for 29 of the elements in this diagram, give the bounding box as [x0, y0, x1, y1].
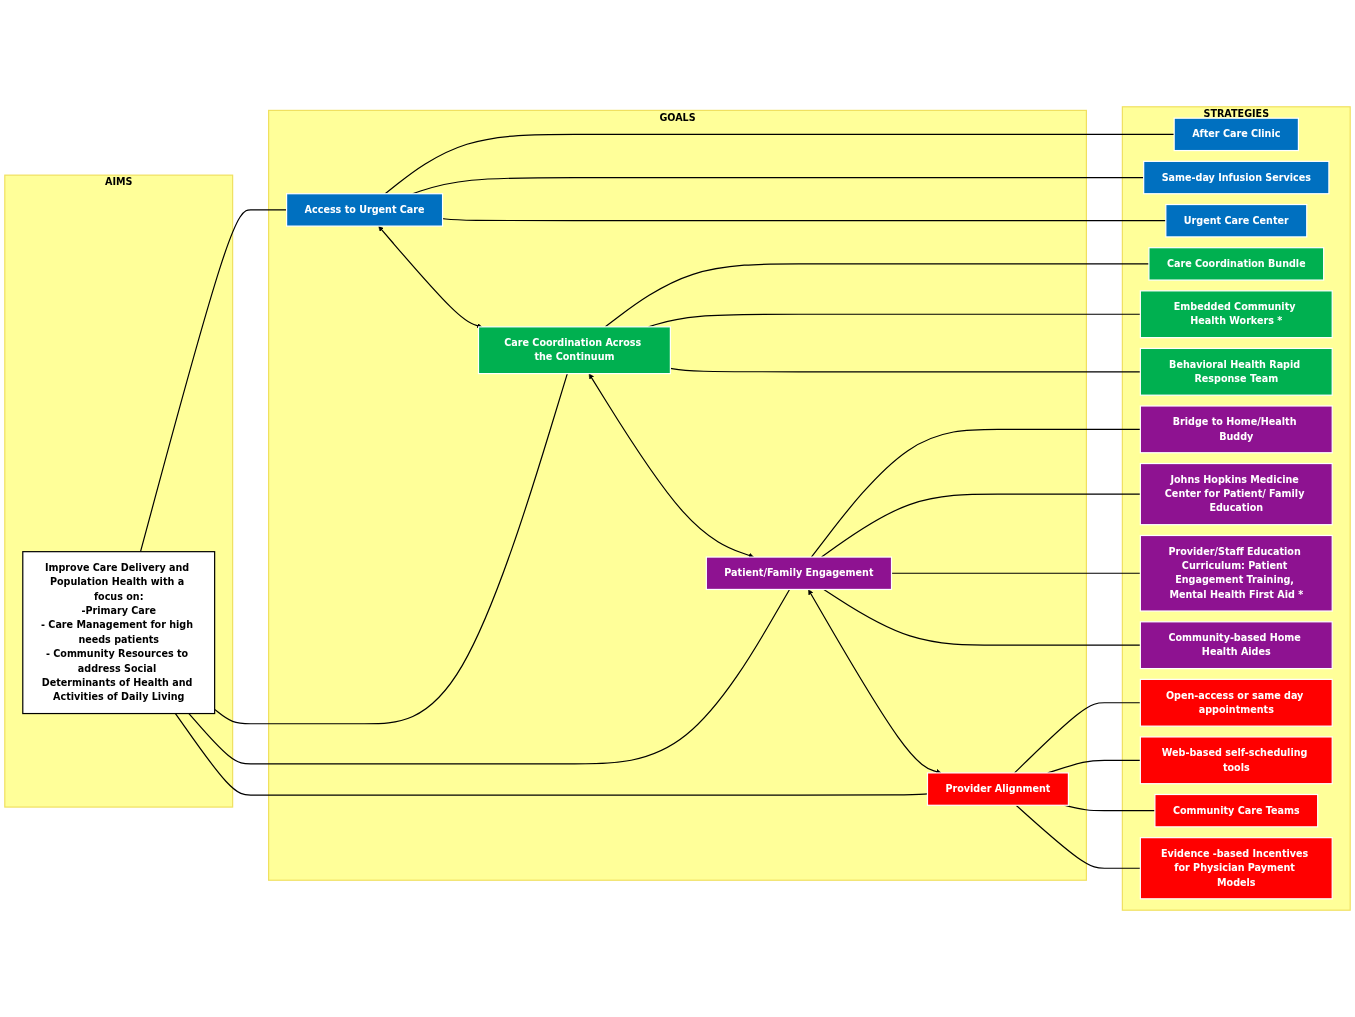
node-box: Community Care Teams [1154, 793, 1319, 828]
node-box: Care Coordination Across the Continuum [477, 326, 671, 375]
connector [810, 428, 1141, 558]
node-box: Johns Hopkins Medicine Center for Patient/ Family Education [1139, 462, 1333, 526]
node-box: Same-day Infusion Services [1143, 160, 1330, 195]
node-box: Community-based Home Health Aides [1139, 621, 1333, 670]
node-box: Behavioral Health Rapid Response Team [1139, 347, 1333, 396]
node-box: Embedded Community Health Workers * [1139, 290, 1333, 339]
node-box: After Care Clinic [1173, 117, 1299, 152]
connector [384, 133, 1175, 195]
node-box: Care Coordination Bundle [1148, 247, 1325, 281]
node-box: Provider Alignment [926, 772, 1069, 806]
arrow [378, 226, 483, 329]
node-box: Improve Care Delivery and Population Health with a focus on: -Primary Care - Care Management for high needs patients - Community Resources to address Social Determinants of Health and Activities of Daily Living [22, 551, 216, 715]
connector [214, 373, 568, 725]
connector [188, 588, 791, 765]
node-box: Urgent Care Center [1165, 203, 1308, 238]
node-box: Patient/Family Engagement [705, 556, 893, 591]
node-box: Provider/Staff Education Curriculum: Patient Engagement Training, Mental Health First Aid * [1139, 534, 1333, 612]
connector [1013, 702, 1141, 774]
node-box: Bridge to Home/Health Buddy [1139, 405, 1333, 454]
arrow [588, 373, 754, 558]
connector [823, 588, 1141, 646]
node-box: Web-based self-scheduling tools [1139, 736, 1333, 785]
node-box: Access to Urgent Care [286, 193, 444, 227]
node-box: Open-access or same day appointments [1139, 678, 1333, 727]
connector [820, 493, 1141, 558]
node-box: Evidence -based Incentives for Physician Payment Models [1139, 837, 1333, 900]
connector [1015, 804, 1141, 869]
